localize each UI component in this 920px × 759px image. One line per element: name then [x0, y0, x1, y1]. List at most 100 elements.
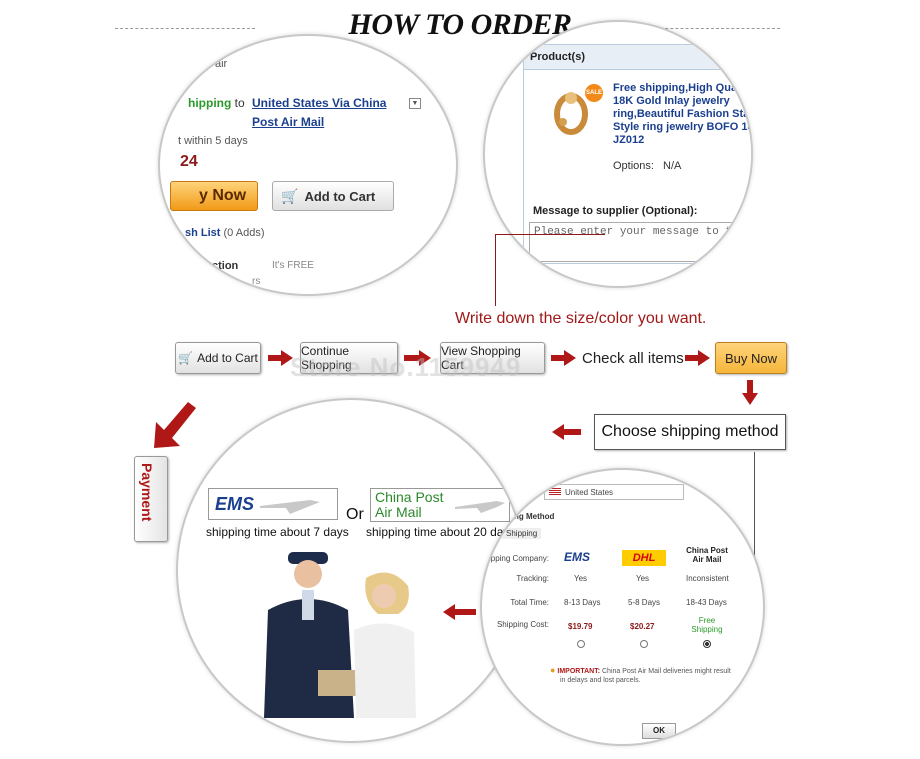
note-connector-v — [495, 234, 496, 306]
buy-now-button[interactable]: Buy Now — [715, 342, 787, 374]
shipping-row: hipping to — [188, 96, 245, 110]
arrow-shaft — [747, 380, 753, 394]
country-label: United States — [565, 487, 614, 497]
free-label: It's FREE — [272, 260, 314, 271]
ems-shipping-time: shipping time about 7 days — [206, 525, 349, 539]
product-image — [547, 84, 597, 150]
down-arrow-icon — [742, 393, 758, 405]
shipping-link-2[interactable]: Post Air Mail — [252, 115, 325, 129]
product-page-circle: air hipping to United States Via China ▼… — [158, 34, 458, 296]
country-select[interactable]: United States — [544, 484, 684, 500]
page-title: HOW TO ORDER — [348, 8, 572, 41]
products-table: Product(s) — [523, 44, 751, 264]
arrow-shaft — [685, 355, 699, 361]
delivery-illustration — [258, 550, 418, 720]
message-circle: Product(s) SALE Free shipping,High Qua 1… — [483, 20, 753, 288]
important-text: China Post Air Mail deliveries might res… — [602, 668, 731, 675]
add-to-cart-button[interactable]: 🛒 Add to Cart — [272, 181, 394, 211]
air-label: air — [215, 58, 228, 70]
right-arrow-icon — [564, 350, 576, 366]
left-arrow-icon — [552, 424, 564, 440]
choose-shipping-method-label[interactable]: Choose shipping method — [594, 414, 786, 450]
rs-label: rs — [252, 276, 261, 287]
important-label: IMPORTANT: — [557, 668, 601, 675]
cart-icon: 🛒 — [281, 187, 299, 204]
ems-logo-text: EMS — [215, 493, 255, 514]
row-value: Inconsistent — [686, 574, 729, 583]
shipping-word: hipping — [188, 96, 232, 110]
row-value: 8-13 Days — [564, 598, 601, 607]
product-title-line: 18K Gold Inlay jewelry — [613, 95, 730, 107]
china-post-cost: Free Shipping — [691, 616, 723, 634]
row-value: 5-8 Days — [628, 598, 661, 607]
wish-list-link[interactable]: sh List (0 Adds) — [185, 227, 264, 239]
ems-carrier-logo: EMS — [564, 550, 591, 564]
important-note: ● IMPORTANT: China Post Air Mail deliver… — [550, 666, 750, 685]
product-title-line: ring,Beautiful Fashion Sta — [613, 108, 750, 120]
arrow-shaft — [404, 355, 420, 361]
products-header: Product(s) — [524, 45, 751, 70]
important-text-2: in delays and lost parcels. — [560, 677, 641, 684]
plane-icon — [260, 500, 321, 514]
right-arrow-icon — [281, 350, 293, 366]
ok-button[interactable]: OK — [642, 723, 676, 739]
dhl-carrier-logo: DHL — [622, 550, 666, 566]
dhl-radio[interactable] — [640, 640, 648, 648]
company-row: hipping Company: EMS DHL China Post Air … — [482, 546, 763, 570]
right-arrow-icon — [698, 350, 710, 366]
price: 24 — [180, 153, 198, 170]
payment-label: Payment — [139, 463, 155, 522]
row-label: Tracking: — [516, 574, 549, 583]
product-title[interactable]: Free shipping,High Qua 18K Gold Inlay je… — [613, 82, 753, 147]
ems-radio[interactable] — [577, 640, 585, 648]
china-post-carrier-logo: China Post Air Mail — [686, 546, 728, 564]
delivery-time: t within 5 days — [178, 135, 248, 147]
payment-button[interactable]: Payment — [134, 456, 168, 542]
header-divider-left — [115, 28, 255, 29]
check-all-items-label: Check all items — [582, 350, 684, 367]
continue-shopping-button[interactable]: Continue Shopping — [300, 342, 398, 374]
ems-cost: $19.79 — [568, 622, 593, 631]
step-add-to-cart-label: Add to Cart — [197, 351, 258, 365]
store-watermark: Store No.1159949 — [290, 352, 522, 382]
protection-label: ction — [212, 260, 239, 272]
product-title-line: Free shipping,High Qua — [613, 82, 738, 94]
shipping-connector-v — [754, 452, 755, 652]
right-arrow-icon — [419, 350, 431, 366]
options-value: N/A — [663, 160, 682, 172]
step-add-to-cart-button[interactable]: 🛒 Add to Cart — [175, 342, 261, 374]
china-post-radio[interactable] — [703, 640, 711, 648]
view-shopping-cart-button[interactable]: View Shopping Cart — [440, 342, 545, 374]
row-label: Total Time: — [510, 598, 549, 607]
shipping-dropdown-icon[interactable]: ▼ — [409, 98, 421, 109]
row-label: hipping Company: — [484, 554, 549, 563]
shipping-tab[interactable]: Shipping — [502, 528, 542, 539]
message-input[interactable]: Please enter your message to the su — [529, 222, 751, 262]
options-row: Options: N/A — [613, 160, 681, 172]
info-icon: ● — [550, 665, 556, 675]
product-title-line: Style ring jewelry BOFO 18 — [613, 121, 753, 133]
row-value: 18-43 Days — [686, 598, 727, 607]
dhl-cost: $20.27 — [630, 622, 655, 631]
message-label: Message to supplier (Optional): — [533, 205, 698, 217]
plane-icon — [455, 501, 505, 513]
arrow-shaft — [551, 355, 565, 361]
row-value: Yes — [574, 574, 588, 583]
wish-count: (0 Adds) — [223, 227, 265, 239]
payment-arrow-icon — [150, 402, 200, 452]
product-title-line: JZ012 — [613, 134, 645, 146]
flag-icon — [549, 488, 561, 496]
shipping-to: to — [234, 96, 245, 110]
wish-list-label: sh List — [185, 227, 221, 239]
shipping-cost-row: Shipping Cost: $19.79 $20.27 Free Shippi… — [482, 616, 763, 642]
shipping-link[interactable]: United States Via China — [252, 96, 387, 110]
arrow-shaft — [454, 609, 476, 615]
china-post-shipping-time: shipping time about 20 days — [366, 525, 516, 539]
header-divider-right — [650, 28, 780, 29]
buy-now-partial-button[interactable]: y Now — [170, 181, 258, 211]
china-post-line-2: Air Mail — [375, 504, 422, 520]
add-to-cart-label: Add to Cart — [304, 188, 376, 204]
options-label: Options: — [613, 160, 654, 172]
note-connector-h — [495, 234, 605, 235]
tracking-row: Tracking: Yes Yes Inconsistent — [482, 574, 763, 588]
